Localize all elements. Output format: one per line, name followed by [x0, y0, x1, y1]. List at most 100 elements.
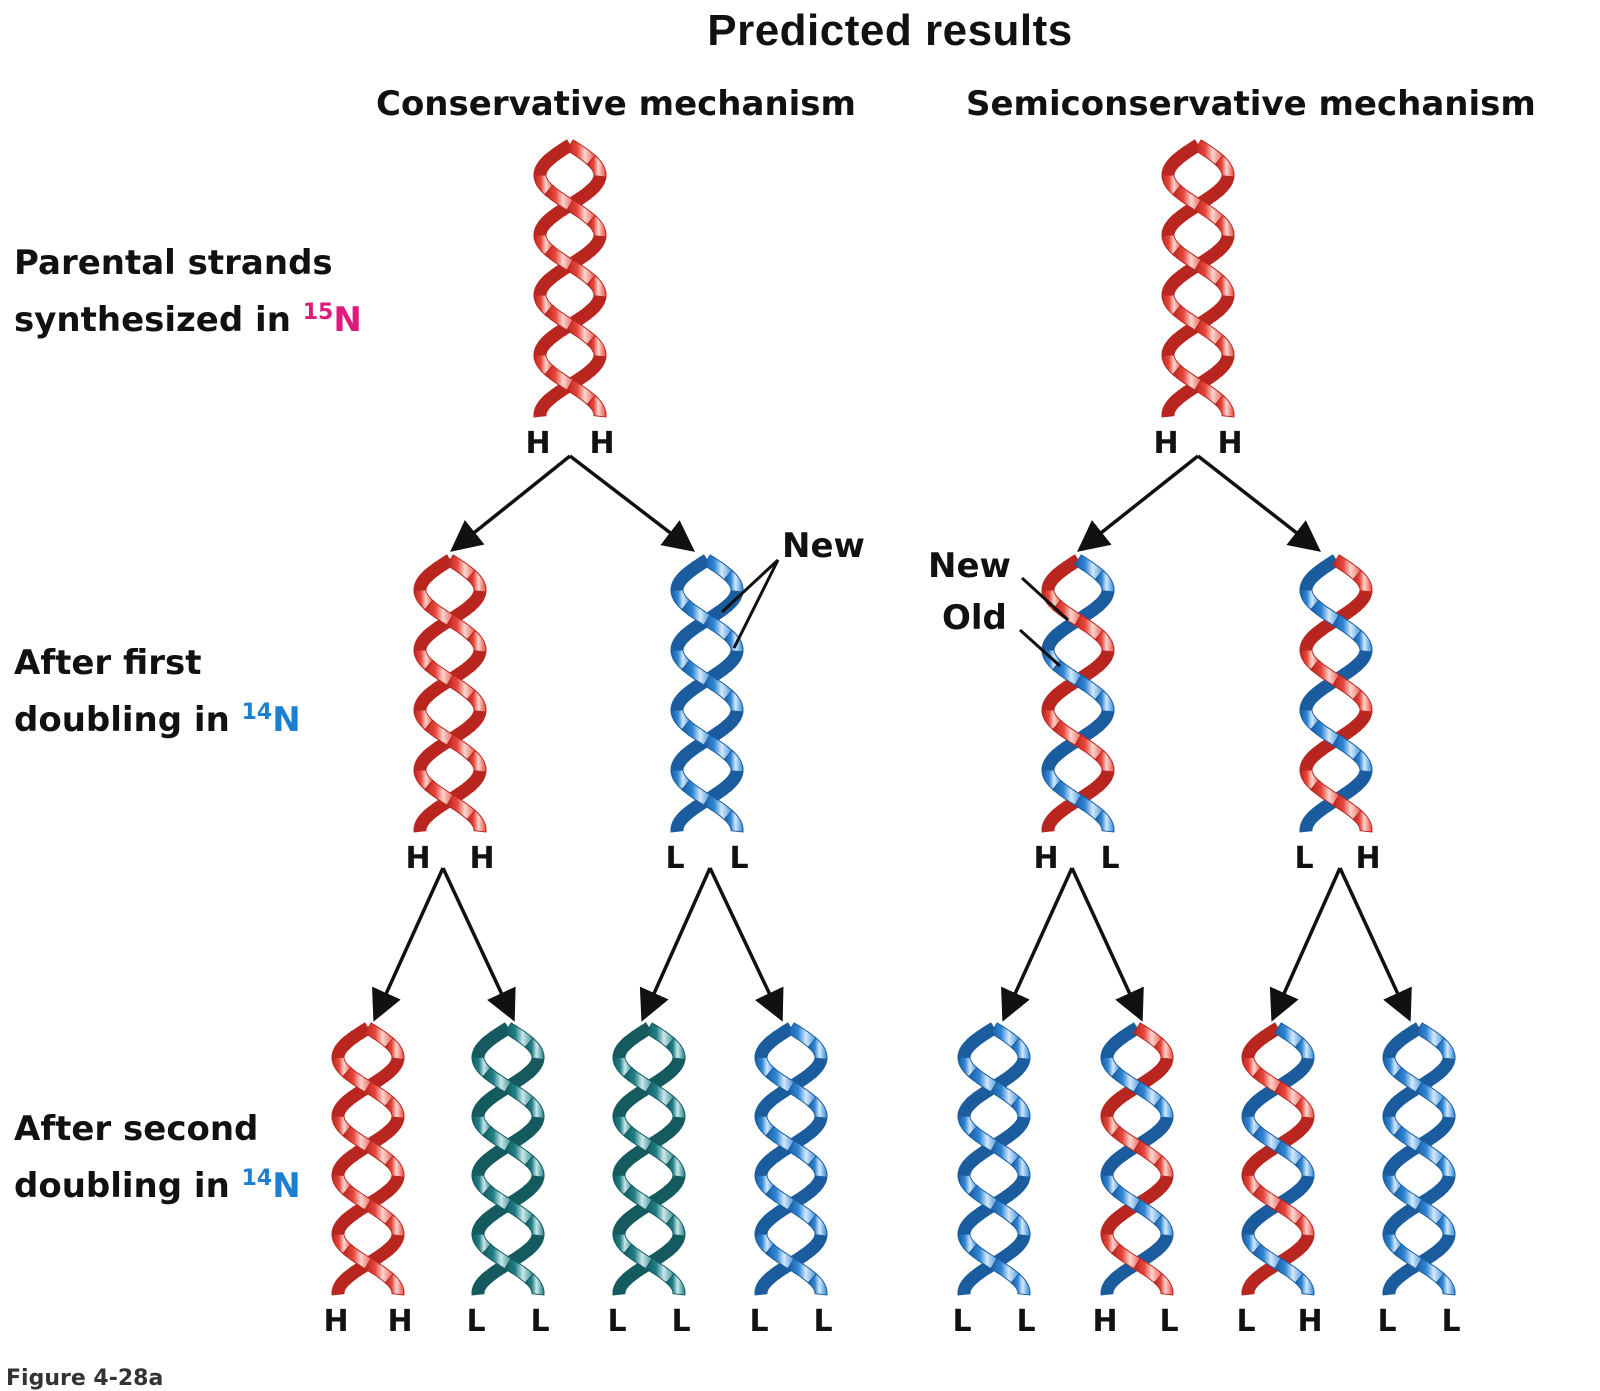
strand-segment-light — [1352, 749, 1373, 773]
strand-segment-heavy — [384, 1037, 405, 1060]
isotope-14n-first-mass: 14 — [241, 700, 273, 725]
strand-segment-light — [807, 1273, 828, 1296]
strand-label-left: H — [525, 426, 550, 461]
arrow-cons-gen1b-right — [708, 867, 784, 1022]
strand-label-right: L — [729, 841, 748, 876]
strand-segment-light — [723, 809, 744, 833]
strand-segment-light — [1294, 1273, 1315, 1296]
strand-segment-heavy — [331, 1273, 352, 1296]
row-label-first-text: doubling in — [14, 700, 242, 740]
strand-segment-light — [1352, 629, 1373, 653]
isotope-14n-second: 14N — [242, 1166, 301, 1206]
arrows-layer — [372, 454, 1412, 1022]
strand-segment-heavy — [1352, 689, 1373, 713]
strand-segment-light — [1010, 1155, 1031, 1178]
callout-new-semiconservative: New — [928, 546, 1011, 586]
strand-segment-hybrid — [665, 1214, 686, 1237]
arrow-cons-gen1a-left — [372, 867, 445, 1022]
strand-segment-heavy — [466, 749, 487, 773]
strand-segment-heavy — [1214, 274, 1235, 298]
row-label-second-line2: doubling in 14N — [14, 1154, 301, 1211]
strand-segment-heavy — [466, 569, 487, 593]
strand-label-left: H — [323, 1304, 348, 1339]
strand-segment-light — [1010, 1037, 1031, 1060]
strand-segment-hybrid — [665, 1273, 686, 1296]
strand-label-left: L — [1377, 1304, 1396, 1339]
isotope-14n-second-symbol: N — [272, 1166, 301, 1206]
strand-label-right: L — [671, 1304, 690, 1339]
arrow-cons-gen1a-right — [441, 867, 516, 1022]
strand-label-left: H — [405, 841, 430, 876]
pointer-new-semiconservative — [1020, 576, 1070, 622]
row-label-first: After first doubling in 14N — [14, 638, 301, 745]
strand-label-left: L — [952, 1304, 971, 1339]
strand-label-left: L — [1294, 841, 1313, 876]
strand-label-left: L — [665, 841, 684, 876]
strand-segment-light — [1094, 689, 1115, 713]
strand-segment-heavy — [1094, 749, 1115, 773]
strand-segment-light — [1010, 1214, 1031, 1237]
figure-title: Predicted results — [707, 6, 1073, 55]
isotope-15n-mass: 15 — [302, 300, 334, 325]
strand-segment-heavy — [384, 1096, 405, 1119]
arrow-cons-parent-left — [450, 454, 572, 552]
strand-segment-hybrid — [524, 1214, 545, 1237]
strand-segment-light — [1435, 1214, 1456, 1237]
strand-segment-heavy — [1153, 1273, 1174, 1296]
strand-segment-light — [1294, 1155, 1315, 1178]
strand-segment-light — [723, 749, 744, 773]
row-label-second-line1: After second — [14, 1109, 259, 1149]
isotope-14n-second-mass: 14 — [241, 1166, 273, 1191]
strand-segment-heavy — [1041, 809, 1062, 833]
strand-segment-hybrid — [524, 1273, 545, 1296]
row-label-first-line2: doubling in 14N — [14, 688, 301, 745]
strand-segment-light — [807, 1155, 828, 1178]
strand-label-right: H — [387, 1304, 412, 1339]
strand-label-left: H — [1092, 1304, 1117, 1339]
strand-segment-light — [1299, 809, 1320, 833]
isotope-14n-first: 14N — [242, 700, 301, 740]
callout-old-semiconservative: Old — [942, 598, 1007, 638]
strand-segment-hybrid — [665, 1155, 686, 1178]
column-header-semiconservative: Semiconservative mechanism — [966, 84, 1536, 124]
row-label-second-text: doubling in — [14, 1166, 242, 1206]
strand-segment-light — [1435, 1096, 1456, 1119]
row-label-first-line1: After first — [14, 643, 202, 683]
strand-segment-light — [1153, 1096, 1174, 1119]
row-label-parental-text: synthesized in — [14, 300, 303, 340]
arrow-semi-parent-left — [1077, 454, 1200, 552]
strand-segment-light — [807, 1214, 828, 1237]
arrow-semi-gen1a-right — [1070, 867, 1144, 1022]
strand-segment-heavy — [384, 1155, 405, 1178]
strand-segment-heavy — [1294, 1214, 1315, 1237]
strand-label-left: L — [1236, 1304, 1255, 1339]
strand-label-right: H — [1217, 426, 1242, 461]
strand-segment-hybrid — [471, 1273, 492, 1296]
strand-segment-heavy — [586, 274, 607, 298]
strand-segment-heavy — [1352, 569, 1373, 593]
strand-segment-light — [754, 1273, 775, 1296]
arrow-semi-parent-right — [1196, 454, 1321, 552]
strand-segment-heavy — [1161, 394, 1182, 418]
isotope-15n: 15N — [303, 300, 362, 340]
strand-segment-heavy — [1241, 1273, 1262, 1296]
strand-segment-light — [1435, 1037, 1456, 1060]
strand-segment-heavy — [413, 809, 434, 833]
strand-segment-light — [1010, 1096, 1031, 1119]
strand-segment-heavy — [1294, 1096, 1315, 1119]
strand-label-right: L — [1159, 1304, 1178, 1339]
column-header-conservative: Conservative mechanism — [376, 84, 856, 124]
strand-segment-heavy — [466, 809, 487, 833]
strand-segment-light — [1294, 1037, 1315, 1060]
strand-segment-heavy — [1214, 154, 1235, 178]
strand-segment-heavy — [1214, 334, 1235, 358]
